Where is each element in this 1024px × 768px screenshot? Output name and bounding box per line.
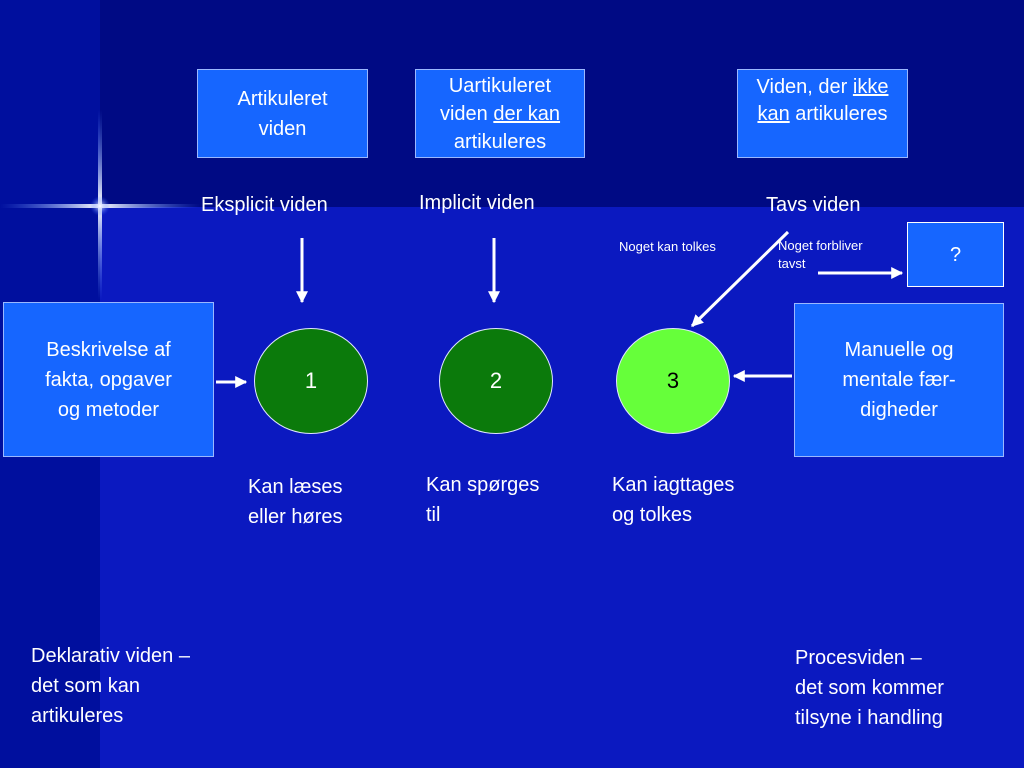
unarticulated-line-3: artikuleres (453, 130, 547, 153)
arrow-to-circle-3 (690, 230, 790, 328)
remains-tacit-note: Noget forbliver tavst (778, 238, 863, 271)
articulated-line-2: viden (258, 117, 307, 140)
circle-3: 3 (616, 328, 730, 434)
non-articulable-line-1: Viden, der ikke (756, 76, 889, 98)
articulated-knowledge-box: Artikuleret viden (197, 69, 368, 158)
unarticulated-line-2: viden der kan (439, 102, 561, 125)
implicit-knowledge-heading: Implicit viden (419, 192, 535, 214)
skills-box: Manuelle og mentale fær- digheder (794, 303, 1004, 457)
tacit-knowledge-heading: Tavs viden (766, 194, 861, 216)
procedural-knowledge-note: Procesviden – det som kommer tilsyne i h… (795, 647, 944, 729)
articulated-line-1: Artikuleret (237, 87, 328, 110)
unarticulated-knowledge-box: Uartikuleret viden der kan artikuleres (415, 69, 585, 158)
explicit-knowledge-heading: Eksplicit viden (201, 194, 328, 216)
caption-circle-1: Kan læses eller høres (248, 476, 343, 528)
description-box: Beskrivelse af fakta, opgaver og metoder (3, 302, 214, 457)
caption-circle-3: Kan iagttages og tolkes (612, 474, 735, 526)
circle-2: 2 (439, 328, 553, 434)
caption-circle-2: Kan spørges til (426, 474, 540, 526)
unknown-box: ? (907, 222, 1004, 287)
background-panel (100, 207, 1024, 768)
can-be-interpreted-note: Noget kan tolkes (619, 239, 716, 254)
non-articulable-knowledge-box: Viden, der ikke kan artikuleres (737, 69, 908, 158)
unarticulated-line-1: Uartikuleret (448, 74, 552, 97)
circle-1: 1 (254, 328, 368, 434)
declarative-knowledge-note: Deklarativ viden – det som kan artikuler… (31, 645, 190, 727)
non-articulable-line-2: kan artikuleres (757, 103, 888, 125)
